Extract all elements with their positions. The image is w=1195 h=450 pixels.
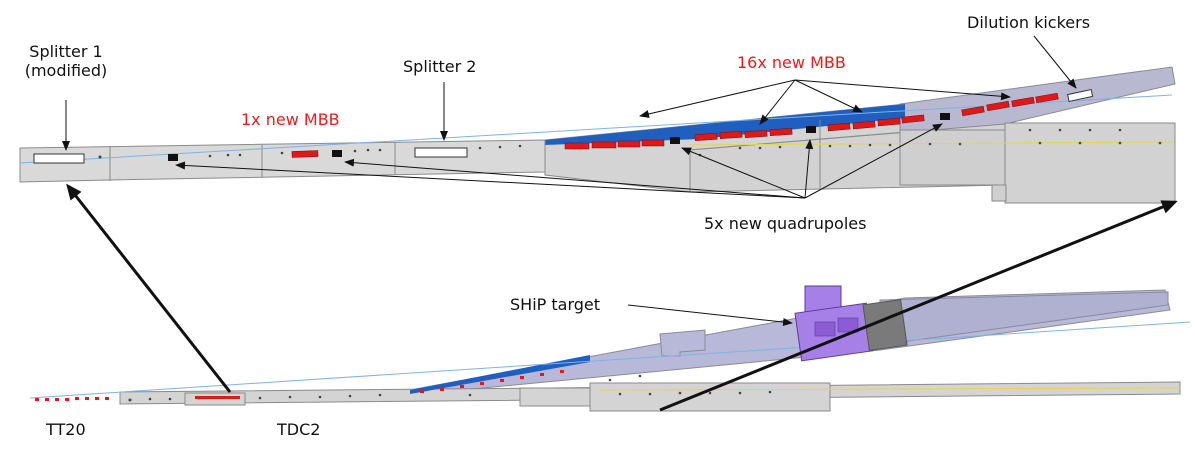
- zoom-beam-line: [19, 94, 1173, 164]
- splitter-1-label-line1: Splitter 1: [29, 42, 103, 61]
- arrow-quad-2: [344, 158, 806, 199]
- zoom-equipment-dots: [98, 128, 1162, 159]
- splitter-2-label: Splitter 2: [403, 57, 477, 76]
- arrow-mbb-16x-c: [794, 79, 863, 113]
- overview-tunnel-block-3: [589, 382, 831, 412]
- new-tunnel-section: [545, 104, 905, 145]
- tdc2-label: TDC2: [277, 420, 321, 439]
- zoom-tunnel-left: [19, 139, 546, 183]
- arrow-quad-1: [175, 161, 806, 199]
- zoom-chamber-step: [991, 184, 1007, 202]
- zoom-chamber-side: [899, 129, 1006, 186]
- annotation-arrows: [62, 35, 1077, 326]
- overview-beam-yellow: [599, 387, 1181, 391]
- overview-tunnel-block-2: [519, 387, 591, 407]
- dilution-kickers-label: Dilution kickers: [967, 13, 1091, 32]
- overview-equipment-dots: [128, 374, 772, 402]
- overview-view: [29, 285, 1191, 412]
- ship-target-label: SHiP target: [510, 295, 601, 314]
- zoomed-view: [19, 66, 1176, 204]
- zoom-arrow-right: [659, 200, 1178, 412]
- zoom-connection-arrows: [66, 183, 1178, 412]
- arrow-mbb-16x-a: [639, 79, 796, 118]
- splitter-2-box: [414, 147, 468, 158]
- splitter-1-label: Splitter 1 (modified): [14, 42, 118, 80]
- quadrupoles-label: 5x new quadrupoles: [704, 214, 867, 233]
- arrow-quad-3: [681, 147, 806, 199]
- arrow-quad-5: [804, 123, 943, 199]
- overview-magnets: [35, 370, 564, 401]
- arrow-quad-4: [804, 139, 814, 199]
- mbb-16x-label: 16x new MBB: [737, 53, 846, 72]
- zoom-section-dividers: [109, 120, 821, 188]
- arrow-mbb-16x-b: [759, 79, 796, 125]
- arrow-ship-target: [627, 304, 793, 326]
- dilution-kicker-box: [1067, 88, 1094, 103]
- zoom-quadrupoles: [168, 113, 950, 161]
- mbb-1x-label: 1x new MBB: [241, 110, 340, 129]
- arrow-dilution-kickers: [1033, 35, 1077, 89]
- ship-branch-upper: [879, 291, 1169, 346]
- side-access-structure: [659, 329, 706, 357]
- zoom-large-chamber: [1004, 122, 1176, 204]
- tt20-label: TT20: [46, 420, 86, 439]
- zoom-arrow-left: [66, 183, 232, 393]
- splitter-1-label-line2: (modified): [24, 61, 108, 80]
- arrow-mbb-16x-d: [794, 79, 1011, 101]
- zoom-magnets: [291, 92, 1059, 158]
- splitter-1-box: [33, 153, 85, 164]
